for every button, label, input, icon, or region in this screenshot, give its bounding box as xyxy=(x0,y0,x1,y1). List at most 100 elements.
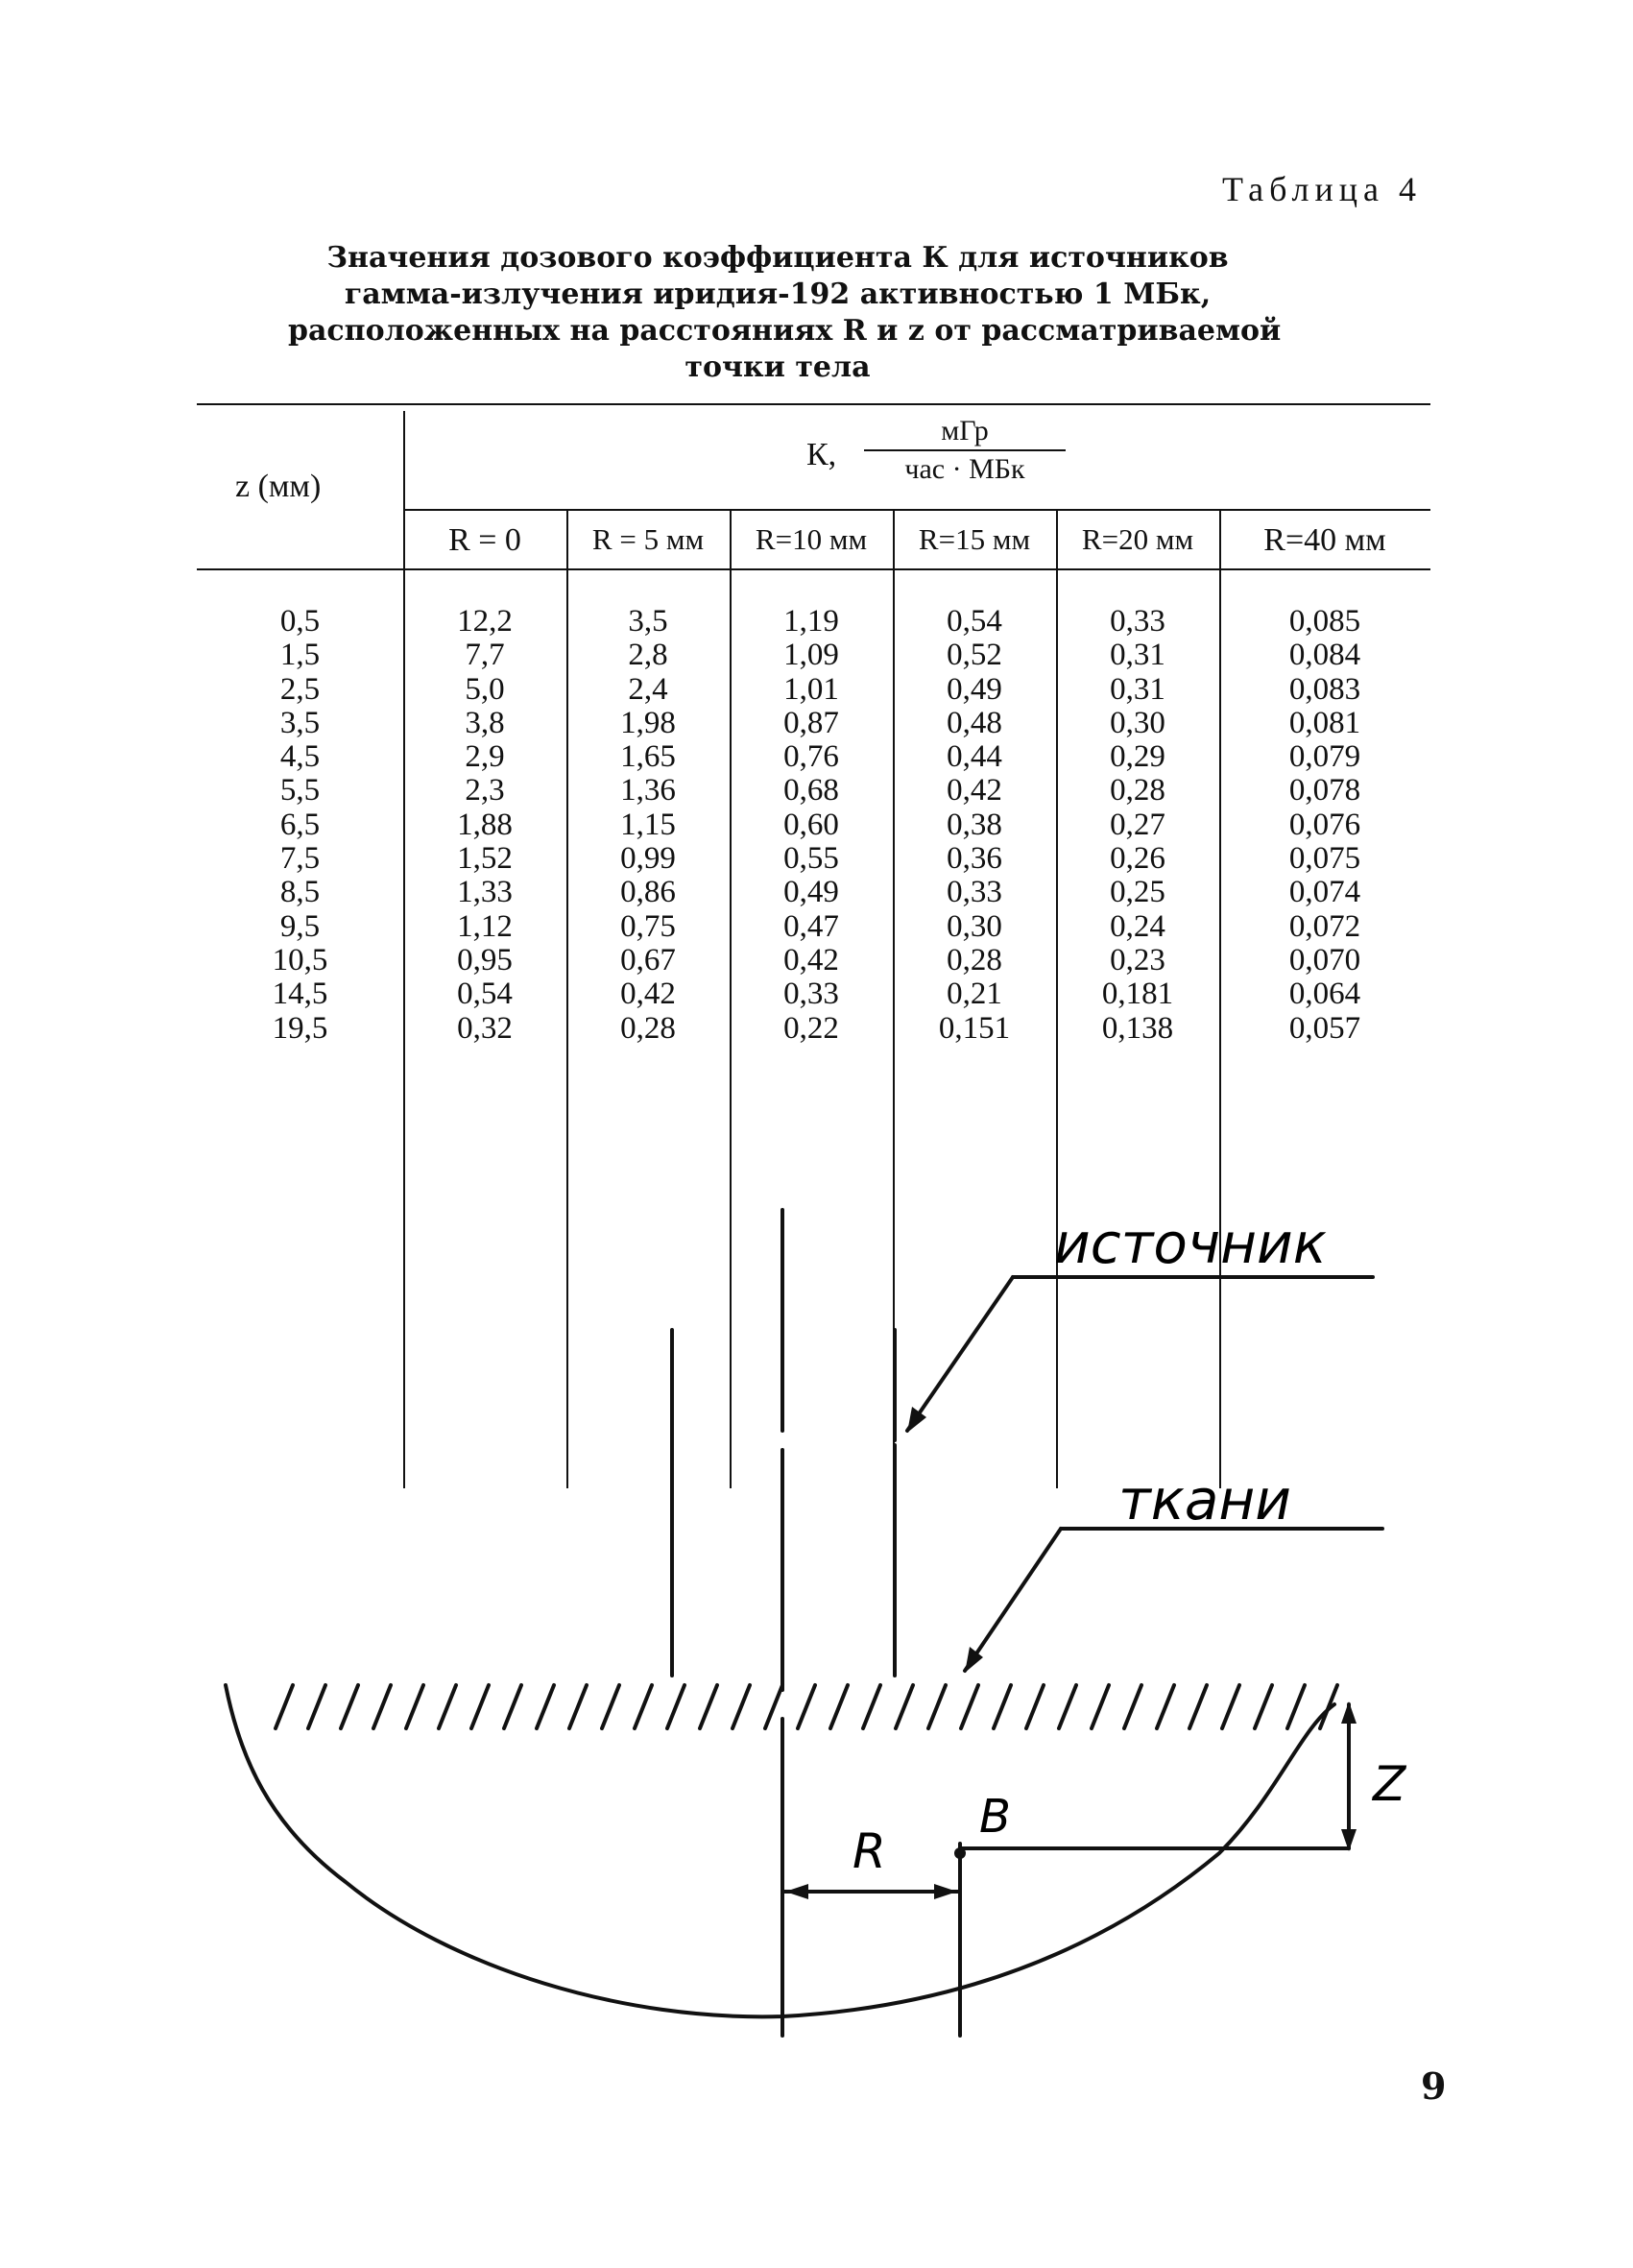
table-cell: 0,68 xyxy=(783,773,839,808)
table-cell: 2,5 xyxy=(279,671,321,707)
caption-line: Значения дозового коэффициента К для ист… xyxy=(326,241,1229,275)
table-cell: 0,079 xyxy=(1288,739,1361,775)
table-cell: 0,084 xyxy=(1288,638,1361,673)
table-cell: 0,67 xyxy=(620,942,676,977)
arrowhead xyxy=(934,1884,957,1899)
table-cell: 0,138 xyxy=(1101,1010,1174,1046)
table-cell: 7,5 xyxy=(279,841,321,877)
source-leader-line xyxy=(905,1275,1015,1433)
table-cell: 0,21 xyxy=(947,977,1002,1012)
table-cell: 1,19 xyxy=(783,604,839,639)
table-cell: 0,42 xyxy=(620,977,676,1012)
table-cell: 0,75 xyxy=(620,908,676,944)
arrowhead xyxy=(1341,1701,1357,1724)
table-cell: 1,09 xyxy=(783,638,839,673)
table-cell: 0,44 xyxy=(947,739,1002,775)
table-cell: 0,38 xyxy=(947,807,1002,842)
column-header: R=10 мм xyxy=(755,522,868,556)
hatch-mark xyxy=(992,1683,1013,1730)
caption-line: расположенных на расстояниях R и z от ра… xyxy=(288,314,1282,348)
table-cell: 0,26 xyxy=(1110,841,1165,877)
table-cell: 7,7 xyxy=(465,638,505,673)
column-header: R = 5 мм xyxy=(591,522,705,556)
table-cell: 0,23 xyxy=(1110,942,1165,977)
table-cell: 1,98 xyxy=(620,705,676,740)
point-b-marker xyxy=(954,1847,966,1859)
table-cell: 0,31 xyxy=(1110,638,1165,673)
table-cell: 0,081 xyxy=(1288,705,1361,740)
table-cell: 0,070 xyxy=(1288,942,1361,977)
table-cell: 1,33 xyxy=(457,875,513,910)
table-cell: 0,54 xyxy=(457,977,513,1012)
table-cell: 0,072 xyxy=(1288,908,1361,944)
point-b-label: B xyxy=(979,1790,1011,1844)
hatch-mark xyxy=(1253,1683,1274,1730)
hatch-mark xyxy=(894,1683,915,1730)
hatch-mark xyxy=(1122,1683,1143,1730)
fraction-bar xyxy=(864,449,1066,451)
table-cell: 1,5 xyxy=(279,638,321,673)
column-divider xyxy=(1056,511,1058,1488)
table-cell: 1,65 xyxy=(620,739,676,775)
table-cell: 0,31 xyxy=(1110,671,1165,707)
table-cell: 0,95 xyxy=(457,942,513,977)
hatch-mark xyxy=(274,1683,295,1730)
source-label: источник xyxy=(1054,1211,1327,1276)
table-cell: 9,5 xyxy=(279,908,321,944)
hatch-mark xyxy=(469,1683,491,1730)
page-number: 9 xyxy=(1421,2064,1447,2108)
table-cell: 0,25 xyxy=(1110,875,1165,910)
z-label: Z xyxy=(1371,1756,1407,1812)
table-cell: 0,28 xyxy=(1110,773,1165,808)
hatch-mark xyxy=(306,1683,327,1730)
table-cell: 2,4 xyxy=(628,671,668,707)
z-column-header: z (мм) xyxy=(235,469,322,504)
table-cell: 0,87 xyxy=(783,705,839,740)
table-cell: 0,064 xyxy=(1288,977,1361,1012)
hatch-mark xyxy=(1090,1683,1111,1730)
hatch-mark xyxy=(959,1683,980,1730)
hatch-mark xyxy=(502,1683,523,1730)
unit-fraction: мГр час · МБк xyxy=(859,415,1070,486)
hatch-mark xyxy=(665,1683,686,1730)
table-cell: 0,33 xyxy=(947,875,1002,910)
unit-denominator: час · МБк xyxy=(904,453,1025,485)
column-header: R=20 мм xyxy=(1081,522,1194,556)
table-cell: 4,5 xyxy=(279,739,321,775)
table-cell: 0,33 xyxy=(1110,604,1165,639)
tissue-label: ткани xyxy=(1118,1467,1291,1532)
column-divider xyxy=(1219,511,1221,1488)
hatch-mark xyxy=(829,1683,850,1730)
column-header: R=15 мм xyxy=(918,522,1031,556)
hatch-mark xyxy=(731,1683,752,1730)
table-cell: 0,083 xyxy=(1288,671,1361,707)
hatch-mark xyxy=(1024,1683,1045,1730)
unit-numerator: мГр xyxy=(941,415,989,446)
hatch-mark xyxy=(1188,1683,1209,1730)
table-cell: 2,3 xyxy=(465,773,505,808)
table-cell: 0,49 xyxy=(947,671,1002,707)
table-cell: 3,8 xyxy=(465,705,505,740)
table-cell: 0,181 xyxy=(1101,977,1174,1012)
table-cell: 0,24 xyxy=(1110,908,1165,944)
table-cell: 0,078 xyxy=(1288,773,1361,808)
table-cell: 0,49 xyxy=(783,875,839,910)
hatch-mark xyxy=(861,1683,882,1730)
hatch-mark xyxy=(763,1683,784,1730)
table-cell: 0,76 xyxy=(783,739,839,775)
hatch-mark xyxy=(404,1683,425,1730)
hatch-mark xyxy=(1318,1683,1339,1730)
table-cell: 1,12 xyxy=(457,908,513,944)
table-cell: 0,075 xyxy=(1288,841,1361,877)
table-cell: 0,30 xyxy=(947,908,1002,944)
tissue-leader-line xyxy=(963,1527,1063,1673)
hatch-mark xyxy=(698,1683,719,1730)
table-cell: 0,55 xyxy=(783,841,839,877)
table-cell: 2,9 xyxy=(465,739,505,775)
unit-prefix: К, xyxy=(806,437,837,472)
table-cell: 0,22 xyxy=(783,1010,839,1046)
hatch-mark xyxy=(1220,1683,1241,1730)
caption-line: точки тела xyxy=(684,350,871,384)
